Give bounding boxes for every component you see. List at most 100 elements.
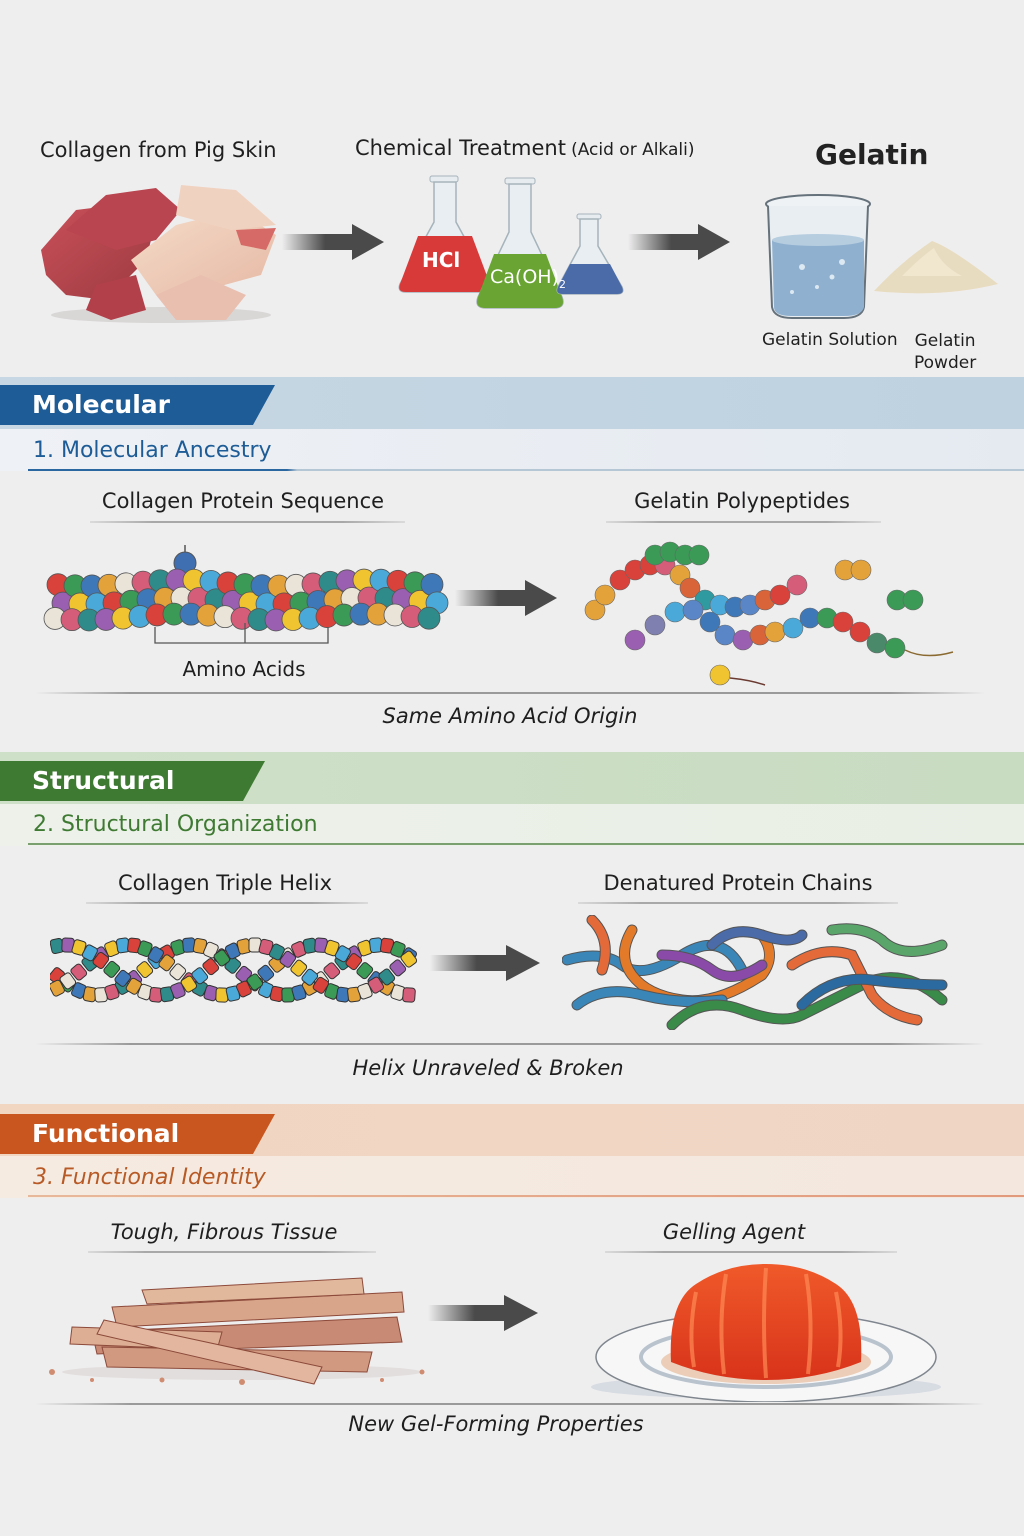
polypeptide-tail	[729, 677, 766, 686]
gelatin-polypeptides-rule	[606, 521, 881, 523]
helix-segment	[312, 976, 330, 994]
protein-chain	[797, 974, 947, 1010]
protein-chain	[587, 915, 610, 975]
alkali-subscript: 2	[558, 277, 566, 291]
collagen-amino-acid-chain	[40, 545, 460, 699]
denatured-protein-chains	[561, 914, 962, 1034]
denatured-chains-rule	[578, 902, 898, 904]
functional-level-tag: Functional Level	[0, 1114, 275, 1154]
treatment-note: (Acid or Alkali)	[571, 140, 695, 160]
collagen-triple-helix	[48, 925, 425, 1019]
molecular-caption: Same Amino Acid Origin	[382, 704, 638, 728]
source-label: Collagen from Pig Skin	[40, 138, 277, 162]
structural-level-tag: Structural Level	[0, 761, 265, 801]
molecular-arrow	[455, 578, 560, 618]
helix-segment	[70, 963, 88, 981]
gelatin-powder-pile	[872, 236, 1000, 300]
helix-segment	[246, 973, 264, 991]
helix-segment	[147, 946, 164, 964]
helix-segment	[357, 982, 373, 1000]
helix-segment	[389, 959, 407, 977]
helix-segment	[137, 940, 153, 957]
polypeptide-bead	[764, 621, 786, 643]
product-title: Gelatin	[815, 138, 929, 171]
helix-segment	[202, 958, 220, 976]
powder-label-line1: Gelatin	[914, 331, 976, 351]
molecular-subband: 1. Molecular Ancestry	[0, 429, 1024, 471]
polypeptide-bead	[884, 637, 906, 659]
polypeptide-bead	[714, 624, 736, 646]
gelatin-polypeptides-heading: Gelatin Polypeptides	[634, 489, 850, 513]
polypeptide-bead	[849, 621, 871, 643]
functional-subtitle: 3. Functional Identity	[33, 1165, 266, 1190]
polypeptide-bead	[782, 617, 804, 639]
polypeptide-bead	[902, 589, 924, 611]
helix-segment	[191, 967, 209, 985]
structural-arrow	[430, 943, 542, 983]
functional-caption-rule	[35, 1403, 985, 1405]
collagen-sequence-heading: Collagen Protein Sequence	[101, 489, 385, 513]
helix-segment	[402, 987, 416, 1003]
helix-segment	[400, 950, 418, 968]
functional-subband: 3. Functional Identity	[0, 1156, 1024, 1198]
helix-segment	[169, 963, 187, 981]
gelatin-jelly-on-plate	[576, 1262, 951, 1406]
triple-helix-rule	[86, 902, 368, 904]
polypeptide-bead	[709, 664, 731, 686]
acid-flask-label: HCl	[422, 248, 461, 272]
fibrous-tissue-rule	[88, 1251, 376, 1253]
gelatin-solution-label: Gelatin Solution	[762, 330, 898, 350]
polypeptide-bead	[769, 584, 791, 606]
structural-band: Structural Level	[0, 752, 1024, 804]
gelling-agent-rule	[605, 1251, 897, 1253]
polypeptide-bead	[850, 559, 872, 581]
functional-subtitle-rule	[28, 1195, 1024, 1197]
helix-segment	[390, 941, 406, 958]
blue-flask	[556, 213, 624, 295]
protein-chain	[707, 927, 807, 950]
polypeptide-bead	[682, 599, 704, 621]
helix-segment	[279, 950, 297, 968]
amino-acid-bracket	[154, 623, 329, 644]
helix-segment	[290, 959, 308, 977]
molecular-caption-rule	[35, 692, 985, 694]
helix-segment	[158, 954, 176, 972]
protein-chain	[787, 947, 922, 1025]
molecular-subtitle: 1. Molecular Ancestry	[33, 438, 272, 463]
pig-skin-illustration	[36, 180, 281, 329]
amino-acids-annotation: Amino Acids	[182, 657, 306, 681]
helix-segment	[213, 949, 231, 967]
helix-segment	[114, 969, 132, 987]
structural-subtitle-rule	[28, 843, 1024, 845]
polypeptide-bead	[688, 544, 710, 566]
helix-segment	[235, 980, 252, 998]
structural-caption: Helix Unraveled & Broken	[352, 1056, 624, 1080]
helix-segment	[180, 975, 198, 993]
helix-segment	[170, 982, 186, 999]
helix-segment	[136, 961, 154, 979]
functional-band: Functional Level	[0, 1104, 1024, 1156]
molecular-band: Molecular Level	[0, 377, 1024, 429]
helix-segment	[378, 968, 396, 986]
gelatin-solution-beaker	[762, 192, 874, 326]
functional-arrow	[428, 1293, 540, 1333]
helix-segment	[323, 962, 341, 980]
fibrous-tissue-heading: Tough, Fibrous Tissue	[110, 1220, 338, 1244]
polypeptide-bead	[594, 584, 616, 606]
polypeptide-tail	[904, 649, 954, 657]
structural-subband: 2. Structural Organization	[0, 804, 1024, 846]
protein-chain	[657, 950, 767, 981]
molecular-subtitle-rule	[28, 469, 1024, 471]
helix-segment	[268, 943, 285, 961]
acid-flask	[398, 175, 492, 293]
polypeptide-bead	[624, 629, 646, 651]
helix-segment	[48, 979, 65, 997]
process-arrow-2	[628, 222, 733, 262]
alkali-flask	[476, 177, 564, 309]
process-arrow-1	[282, 222, 387, 262]
helix-segment	[345, 953, 363, 971]
molecular-level-tag: Molecular Level	[0, 385, 275, 425]
fibrous-tissue-sticks	[42, 1272, 432, 1391]
gelling-agent-heading: Gelling Agent	[662, 1220, 806, 1244]
helix-segment	[103, 960, 121, 978]
